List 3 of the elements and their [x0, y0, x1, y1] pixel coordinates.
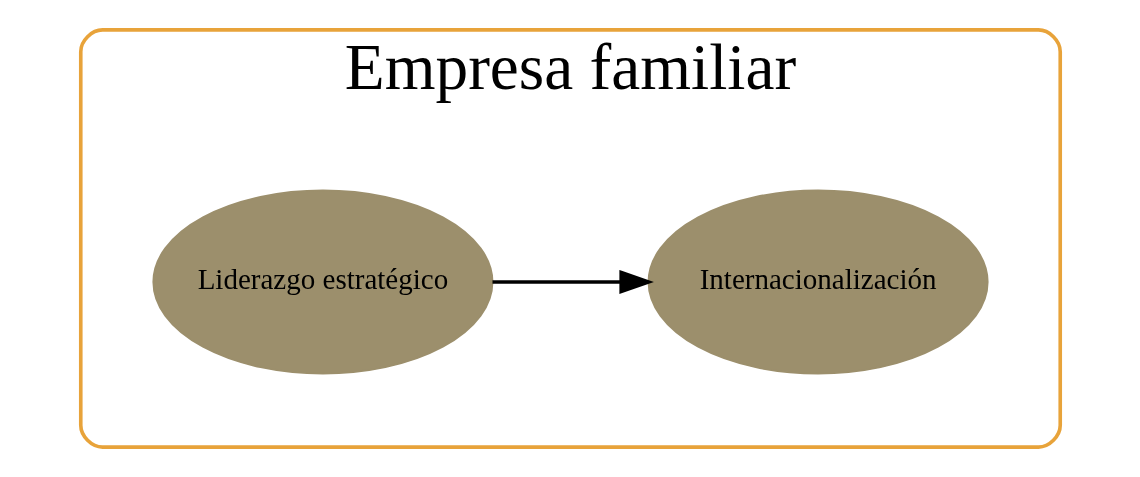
node-ellipse: Liderazgo estratégico	[151, 189, 493, 375]
node-ellipse: Internacionalización	[647, 189, 989, 375]
arrow	[492, 269, 654, 295]
